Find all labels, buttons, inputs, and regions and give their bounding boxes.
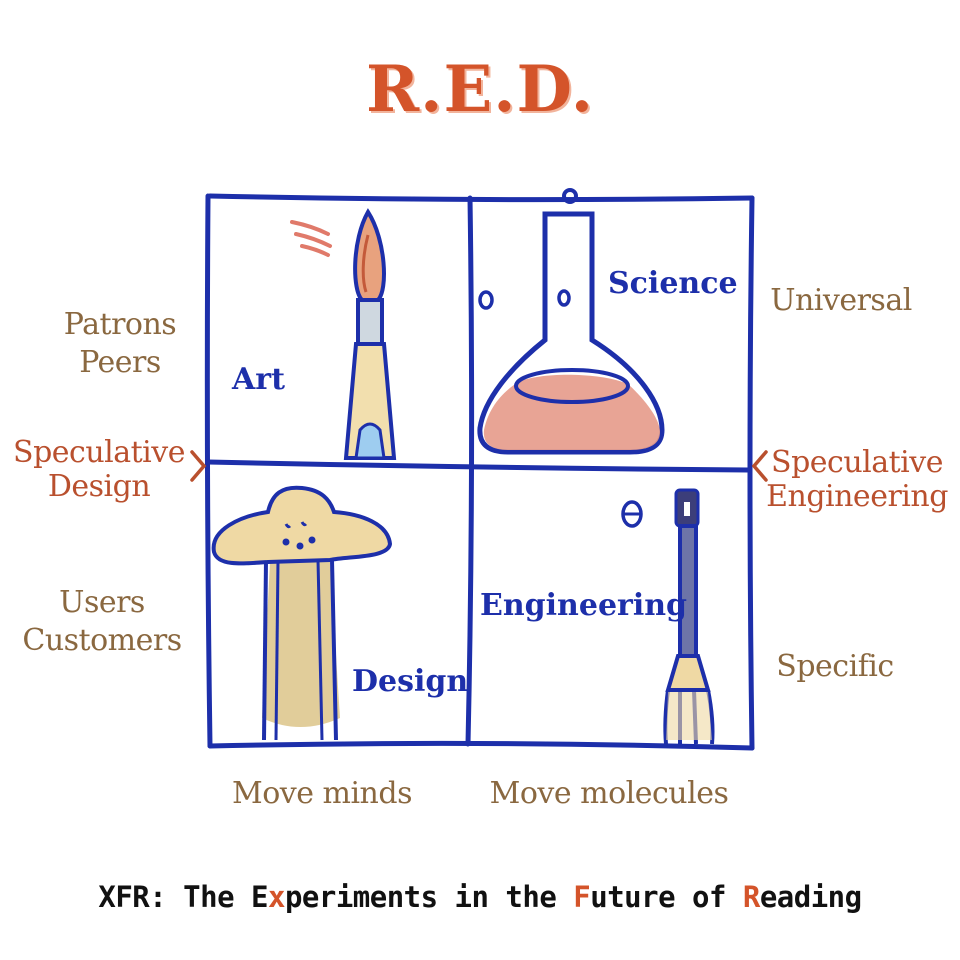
- quadrant-label-art: Art: [232, 362, 285, 397]
- quadrant-label-design: Design: [352, 664, 469, 699]
- left-bottom-label: Users Customers: [22, 585, 182, 658]
- quadrant-label-engineering: Engineering: [480, 588, 688, 623]
- t-square-icon: [211, 485, 393, 741]
- quadrant-grid: [204, 193, 755, 751]
- left-speculative-design-label: Speculative Design: [13, 435, 185, 504]
- right-arrow-icon: [751, 450, 768, 482]
- footer-caption: XFR: The Experiments in the Future of Re…: [98, 880, 862, 914]
- right-bottom-label: Specific: [776, 649, 894, 684]
- left-arrow-icon: [190, 450, 207, 482]
- screwdriver-icon: [621, 488, 715, 745]
- bottom-left-label: Move minds: [232, 776, 412, 811]
- right-top-label: Universal: [770, 283, 912, 318]
- paintbrush-icon: [290, 208, 397, 460]
- right-speculative-engineering-label: Speculative Engineering: [766, 445, 948, 514]
- quadrant-label-science: Science: [608, 266, 738, 301]
- page-title: R.E.D.: [365, 52, 595, 127]
- left-top-label: Patrons Peers: [63, 307, 177, 380]
- flask-icon: [477, 188, 665, 455]
- bottom-right-label: Move molecules: [489, 776, 729, 811]
